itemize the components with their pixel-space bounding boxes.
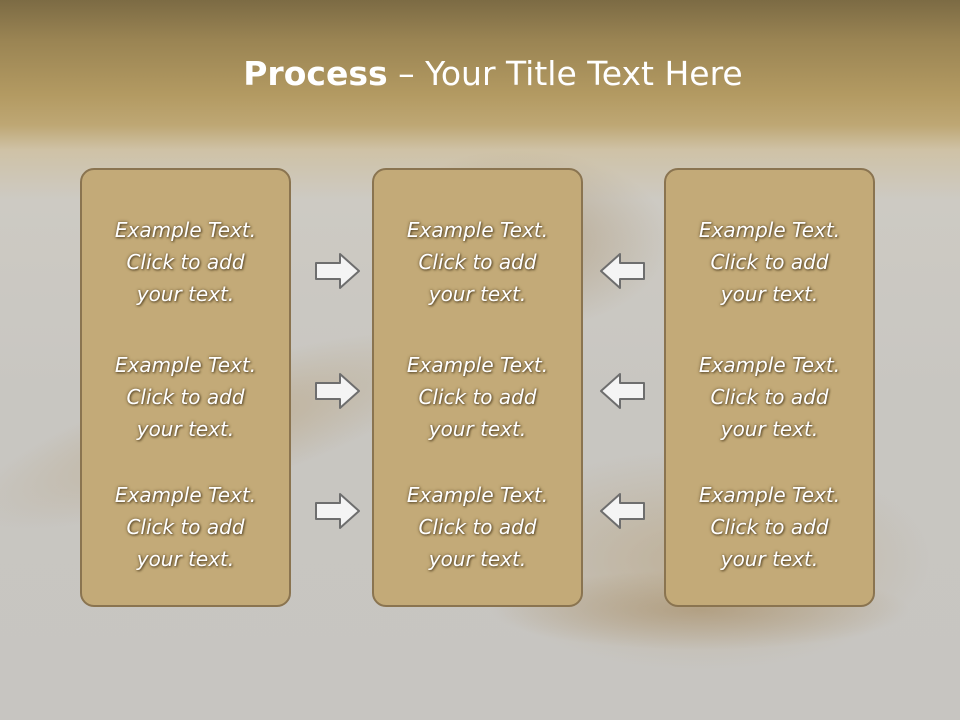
left-arrow-icon[interactable] — [598, 491, 646, 531]
text-line: Click to add — [126, 250, 245, 274]
text-item[interactable]: Example Text. Click to add your text. — [374, 479, 581, 575]
text-line: Example Text. — [698, 483, 841, 507]
slide-title[interactable]: Process – Your Title Text Here — [0, 50, 960, 98]
text-line: Example Text. — [114, 218, 257, 242]
text-line: Example Text. — [698, 353, 841, 377]
text-item[interactable]: Example Text. Click to add your text. — [666, 349, 873, 445]
text-line: your text. — [428, 282, 527, 306]
text-line: your text. — [136, 282, 235, 306]
text-item[interactable]: Example Text. Click to add your text. — [82, 349, 289, 445]
text-line: Click to add — [418, 385, 537, 409]
text-item[interactable]: Example Text. Click to add your text. — [374, 214, 581, 310]
text-line: your text. — [720, 282, 819, 306]
text-line: Click to add — [710, 250, 829, 274]
text-line: Click to add — [418, 515, 537, 539]
text-line: Click to add — [126, 385, 245, 409]
right-arrow-icon[interactable] — [314, 251, 362, 291]
text-line: your text. — [720, 417, 819, 441]
center-text-panel[interactable]: Example Text. Click to add your text. Ex… — [372, 168, 583, 607]
text-line: your text. — [136, 547, 235, 571]
text-line: Example Text. — [698, 218, 841, 242]
text-line: Example Text. — [406, 353, 549, 377]
text-item[interactable]: Example Text. Click to add your text. — [374, 349, 581, 445]
text-item[interactable]: Example Text. Click to add your text. — [666, 214, 873, 310]
text-line: Example Text. — [406, 218, 549, 242]
text-line: Example Text. — [406, 483, 549, 507]
text-line: Click to add — [418, 250, 537, 274]
text-line: your text. — [136, 417, 235, 441]
text-line: your text. — [720, 547, 819, 571]
text-item[interactable]: Example Text. Click to add your text. — [82, 479, 289, 575]
left-text-panel[interactable]: Example Text. Click to add your text. Ex… — [80, 168, 291, 607]
title-rest-part: – Your Title Text Here — [387, 54, 743, 93]
right-arrow-icon[interactable] — [314, 491, 362, 531]
title-bold-part: Process — [243, 54, 388, 93]
right-arrow-icon[interactable] — [314, 371, 362, 411]
text-line: Example Text. — [114, 483, 257, 507]
left-arrow-icon[interactable] — [598, 371, 646, 411]
text-item[interactable]: Example Text. Click to add your text. — [82, 214, 289, 310]
text-line: Click to add — [126, 515, 245, 539]
text-line: your text. — [428, 547, 527, 571]
right-text-panel[interactable]: Example Text. Click to add your text. Ex… — [664, 168, 875, 607]
text-item[interactable]: Example Text. Click to add your text. — [666, 479, 873, 575]
text-line: your text. — [428, 417, 527, 441]
left-arrow-icon[interactable] — [598, 251, 646, 291]
text-line: Click to add — [710, 515, 829, 539]
text-line: Example Text. — [114, 353, 257, 377]
text-line: Click to add — [710, 385, 829, 409]
